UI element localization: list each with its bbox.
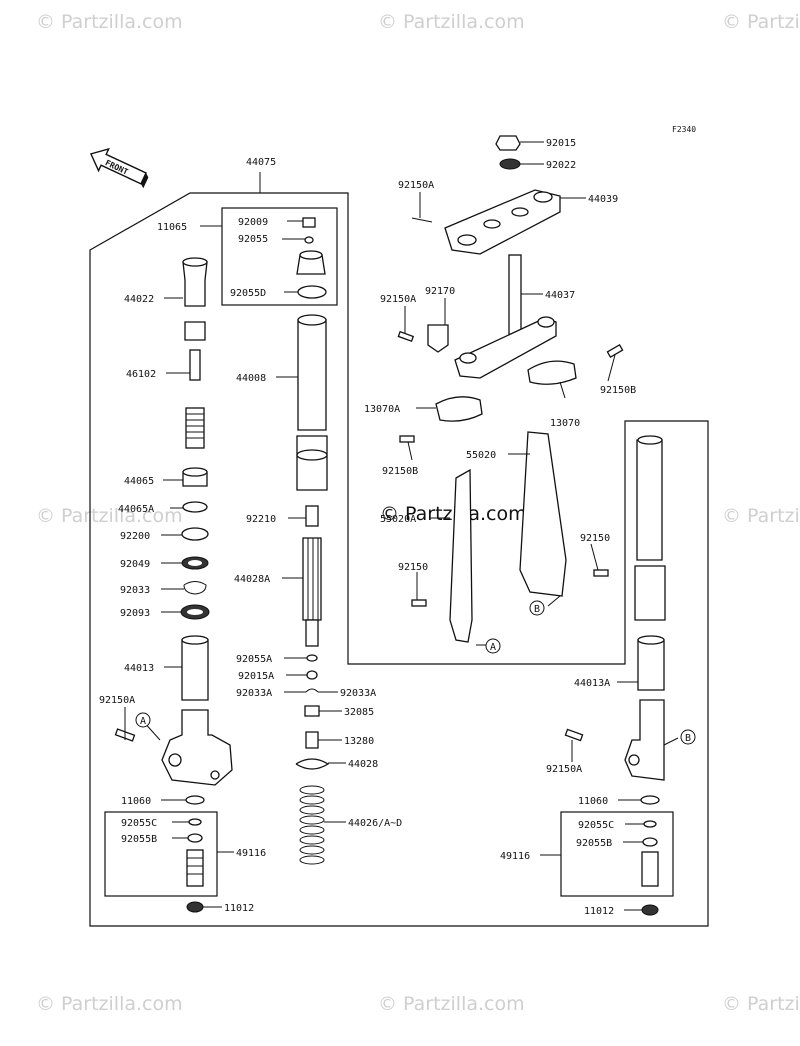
label-92200: 92200 — [120, 531, 150, 542]
label-92150-left: 92150 — [398, 562, 428, 573]
callout-b-right: B — [685, 733, 691, 744]
part-labels: 44075 11065 92009 92055 92055D 44022 440… — [99, 138, 636, 917]
label-55020a: 55020A — [380, 514, 416, 525]
label-44028: 44028 — [348, 759, 378, 770]
label-92150a-left: 92150A — [99, 695, 135, 706]
front-arrow-icon: FRONT — [89, 147, 149, 189]
watermark-top-left: © Partzilla.com — [36, 11, 183, 33]
label-13070: 13070 — [550, 418, 580, 429]
label-13280: 13280 — [344, 736, 374, 747]
watermark-top-right: © Partzilla.com — [722, 11, 800, 33]
label-44008: 44008 — [236, 373, 266, 384]
label-92055: 92055 — [238, 234, 268, 245]
watermark-bottom-center: © Partzilla.com — [378, 993, 525, 1015]
label-92055c-left: 92055C — [121, 818, 157, 829]
figure-code: F2340 — [672, 125, 696, 134]
watermark-top-center: © Partzilla.com — [378, 11, 525, 33]
leader-lines — [124, 141, 679, 911]
label-49116-right: 49116 — [500, 851, 530, 862]
label-49116-left: 49116 — [236, 848, 266, 859]
label-92055d: 92055D — [230, 288, 266, 299]
label-92150a-mid: 92150A — [380, 294, 416, 305]
label-11012-right: 11012 — [584, 906, 614, 917]
label-44026: 44026/A~D — [348, 818, 402, 829]
parts-drawings — [114, 135, 666, 916]
label-92015a: 92015A — [238, 671, 274, 682]
label-11065: 11065 — [157, 222, 187, 233]
watermark-mid-right: © Partzilla.com — [722, 505, 800, 527]
label-44013a: 44013A — [574, 678, 610, 689]
label-11012-left: 11012 — [224, 903, 254, 914]
label-92033: 92033 — [120, 585, 150, 596]
callout-a-guard: A — [490, 642, 496, 653]
label-92150b-right: 92150B — [600, 385, 636, 396]
label-55020: 55020 — [466, 450, 496, 461]
label-44065: 44065 — [124, 476, 154, 487]
label-92210: 92210 — [246, 514, 276, 525]
label-44037: 44037 — [545, 290, 575, 301]
callout-b-guard: B — [534, 604, 540, 615]
label-92150a-top: 92150A — [398, 180, 434, 191]
label-92170: 92170 — [425, 286, 455, 297]
label-92033a-left: 92033A — [236, 688, 272, 699]
label-11060-left: 11060 — [121, 796, 151, 807]
label-44028a: 44028A — [234, 574, 270, 585]
label-92049: 92049 — [120, 559, 150, 570]
label-11060-right: 11060 — [578, 796, 608, 807]
label-44075: 44075 — [246, 157, 276, 168]
label-92055b-right: 92055B — [576, 838, 612, 849]
label-92055c-right: 92055C — [578, 820, 614, 831]
cap-kit-box — [221, 207, 338, 306]
label-92150a-right: 92150A — [546, 764, 582, 775]
label-92055b-left: 92055B — [121, 834, 157, 845]
fork-assembly-outline — [89, 192, 709, 927]
label-92055a: 92055A — [236, 654, 272, 665]
label-92093: 92093 — [120, 608, 150, 619]
watermark-bottom-left: © Partzilla.com — [36, 993, 183, 1015]
callout-a-left: A — [140, 716, 146, 727]
label-44013: 44013 — [124, 663, 154, 674]
left-valve-kit-box — [104, 811, 218, 897]
label-13070a: 13070A — [364, 404, 400, 415]
watermarks: © Partzilla.com © Partzilla.com © Partzi… — [36, 11, 800, 1015]
label-44039: 44039 — [588, 194, 618, 205]
label-92033a-right: 92033A — [340, 688, 376, 699]
watermark-bottom-right: © Partzilla.com — [722, 993, 800, 1015]
label-92015: 92015 — [546, 138, 576, 149]
callouts: A A B B — [135, 600, 696, 745]
watermark-mid-left: © Partzilla.com — [36, 505, 183, 527]
label-46102: 46102 — [126, 369, 156, 380]
label-44022: 44022 — [124, 294, 154, 305]
label-92009: 92009 — [238, 217, 268, 228]
label-92022: 92022 — [546, 160, 576, 171]
label-92150b-left: 92150B — [382, 466, 418, 477]
label-92150-right: 92150 — [580, 533, 610, 544]
right-valve-kit-box — [560, 811, 674, 897]
label-32085: 32085 — [344, 707, 374, 718]
label-44065a: 44065A — [118, 504, 154, 515]
watermark-center: © Partzilla.com — [380, 503, 527, 525]
